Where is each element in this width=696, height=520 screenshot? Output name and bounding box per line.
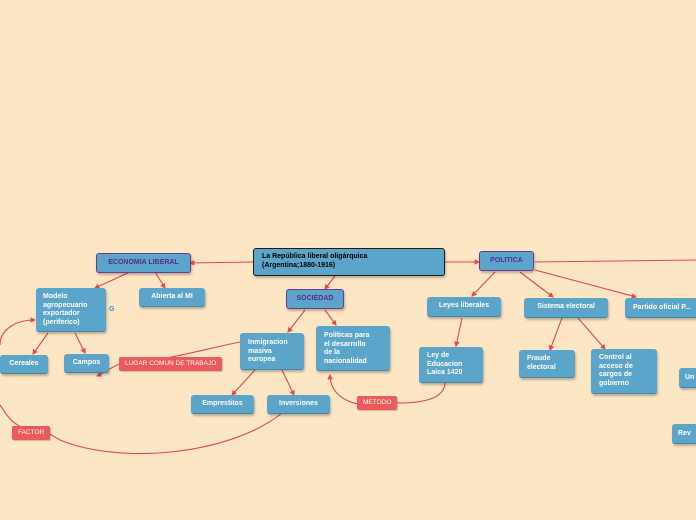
emprestitos-label: Emprestitos	[202, 399, 243, 407]
root-node[interactable]: La República liberal oligárquica (Argent…	[253, 248, 445, 276]
node-emprestitos[interactable]: Emprestitos	[191, 395, 254, 414]
node-control-acceso[interactable]: Control al acceso de cargos de gobierno	[591, 349, 657, 394]
topic-sociedad[interactable]: SOCIEDAD	[286, 289, 344, 309]
ley-line3: Laica 1420	[427, 369, 463, 376]
tag-factor-label: FACTOR	[18, 429, 45, 436]
link-modelo-cereales	[32, 332, 49, 355]
node-inversiones[interactable]: Inversiones	[267, 395, 330, 414]
node-partial-rev[interactable]: Rev	[672, 424, 696, 444]
leyes-label: Leyes liberales	[438, 302, 490, 310]
fraude-line1: Fraude	[527, 355, 551, 362]
control-line4: gobierno	[599, 379, 629, 387]
root-title-line1: La República liberal oligárquica	[262, 253, 368, 260]
link-sistema-control	[577, 317, 606, 350]
node-campos[interactable]: Campos	[64, 354, 109, 373]
modelo-line4: (periferico)	[43, 318, 80, 326]
link-sociedad-inmigracion	[287, 309, 306, 333]
inmigracion-line3: europea	[248, 356, 276, 363]
link-sistema-fraude	[548, 317, 563, 352]
node-modelo-agropecuario[interactable]: Modelo agropecuario exportador (periferi…	[36, 288, 106, 332]
topic-economia-label: ECONOMIA LIBERAL	[108, 258, 179, 266]
link-inmigracion-inversiones	[281, 369, 295, 396]
politicas-line2: el desarrollo	[324, 340, 366, 348]
modelo-line2: agropecuario	[43, 301, 88, 309]
link-economia-abierta	[154, 271, 166, 289]
node-leyes-liberales[interactable]: Leyes liberales	[427, 297, 501, 317]
sistema-label: Sistema electoral	[537, 303, 595, 311]
politicas-line1: Politicas para	[324, 332, 370, 339]
link-economia-modelo	[93, 271, 131, 289]
node-partido-oficial[interactable]: Partido oficial P...	[625, 298, 696, 318]
root-title-line2: (Argentina;1880-1916)	[262, 261, 336, 269]
topic-politica[interactable]: POLITICA	[479, 251, 534, 271]
google-icon: G	[109, 306, 115, 313]
node-fraude-electoral[interactable]: Fraude electoral	[519, 350, 575, 378]
inversiones-label: Inversiones	[279, 399, 318, 407]
node-abierta-mi[interactable]: Abierta al MI	[139, 288, 205, 307]
modelo-line1: Modelo	[43, 293, 68, 300]
link-politica-partido	[534, 269, 638, 299]
node-sistema-electoral[interactable]: Sistema electoral	[524, 298, 608, 318]
partial-rev-label: Rev	[678, 430, 691, 437]
link-factor-loop	[0, 404, 283, 455]
link-leyes-ley	[454, 317, 463, 348]
tag-lugar-comun[interactable]: LUGAR COMUN DE TRABAJO	[119, 357, 223, 371]
control-line1: Control al	[599, 354, 632, 361]
inmigracion-line1: Inmigracion	[248, 339, 288, 346]
node-politicas-nacionalidad[interactable]: Politicas para el desarrollo de la nacio…	[316, 326, 390, 371]
topic-sociedad-label: SOCIEDAD	[296, 294, 334, 302]
partial-un-label: Un	[685, 374, 695, 381]
link-inmigracion-emprestitos	[231, 369, 256, 396]
modelo-line3: exportador	[43, 310, 80, 317]
campos-label: Campos	[72, 358, 101, 366]
node-partial-un[interactable]: Un	[679, 368, 696, 388]
topic-politica-label: POLITICA	[490, 256, 523, 264]
link-politica-leyes	[471, 271, 496, 297]
inmigracion-line2: masiva	[248, 347, 272, 355]
tag-factor[interactable]: FACTOR	[12, 426, 51, 440]
partido-label: Partido oficial P...	[633, 304, 691, 311]
tag-metodo[interactable]: METODO	[357, 396, 398, 410]
tag-metodo-label: METODO	[363, 399, 392, 406]
tag-lugar-label: LUGAR COMUN DE TRABAJO	[125, 360, 217, 367]
topic-economia-liberal[interactable]: ECONOMIA LIBERAL	[96, 253, 191, 273]
cereales-label: Cereales	[9, 359, 39, 367]
control-line2: acceso de	[599, 362, 633, 370]
fraude-line2: electoral	[527, 363, 556, 371]
ley-line1: Ley de	[427, 352, 450, 359]
node-ley-1420[interactable]: Ley de Educacion Laica 1420	[419, 347, 483, 383]
ley-line2: Educacion	[427, 360, 463, 368]
link-politica-sistema	[519, 271, 554, 298]
abierta-label: Abierta al MI	[151, 292, 193, 300]
link-factor-modelo	[0, 317, 37, 346]
node-cereales[interactable]: Cereales	[0, 355, 48, 374]
node-inmigracion[interactable]: Inmigracion masiva europea	[240, 333, 304, 370]
link-modelo-campos	[74, 332, 86, 354]
control-line3: cargos de	[599, 371, 633, 378]
link-politica-right	[534, 259, 696, 263]
politicas-line4: nacionalidad	[324, 357, 367, 365]
link-root-economia	[188, 260, 254, 266]
politicas-line3: de la	[324, 349, 340, 356]
link-root-sociedad	[324, 275, 336, 290]
link-sociedad-politicas	[324, 309, 337, 326]
link-ley-metodo	[397, 381, 446, 404]
